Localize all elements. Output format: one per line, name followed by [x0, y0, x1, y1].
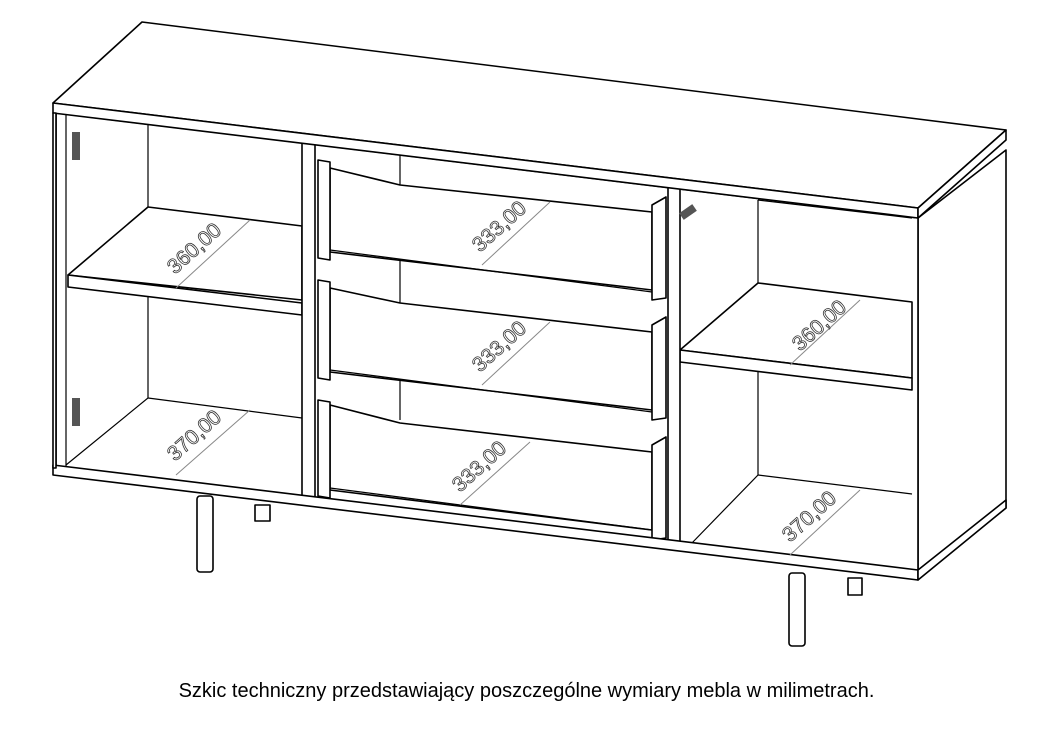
- drawer-1: [317, 159, 667, 301]
- leg: [788, 572, 806, 647]
- hinge-icon: [72, 398, 80, 426]
- drawer-2: [317, 279, 667, 421]
- drawer-3: [317, 399, 667, 541]
- divider-left: [301, 139, 316, 501]
- leg: [847, 577, 863, 596]
- divider-right: [667, 185, 681, 547]
- hinge-icon: [72, 132, 80, 160]
- leg: [196, 495, 214, 573]
- hinge-icon: [679, 204, 697, 220]
- leg: [254, 504, 271, 522]
- caption: Szkic techniczny przedstawiający poszcze…: [178, 680, 875, 702]
